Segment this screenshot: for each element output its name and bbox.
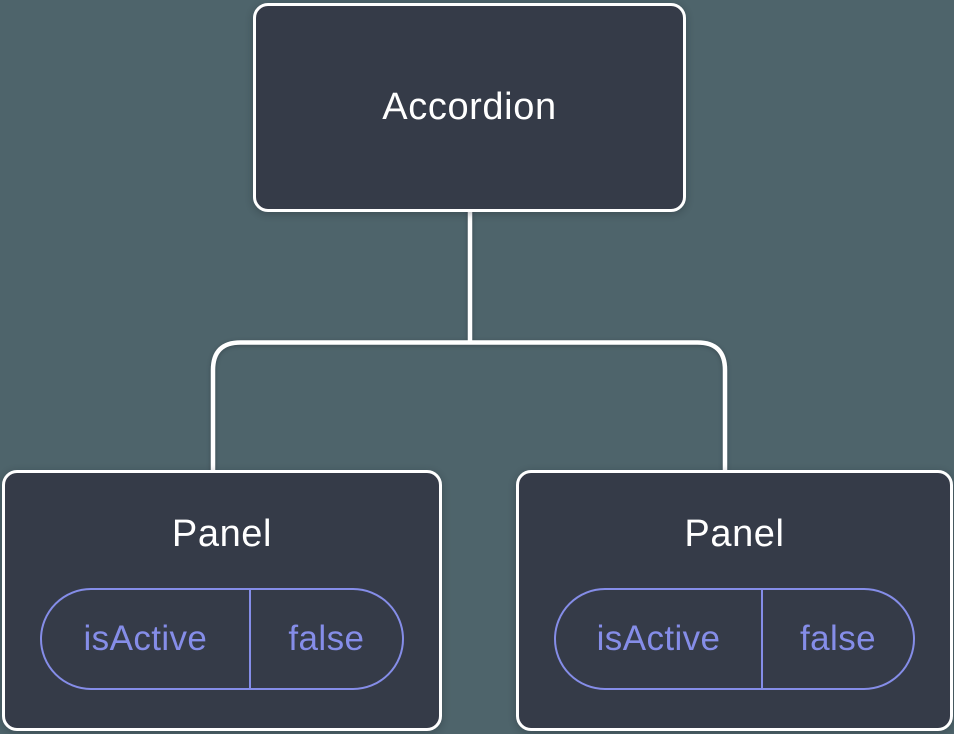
tree-node-panel-2: Panel isActive false (516, 470, 953, 731)
state-value-label: false (800, 619, 876, 658)
tree-node-accordion: Accordion (253, 3, 686, 212)
connector-bracket (210, 340, 728, 472)
state-value-label: false (288, 619, 365, 658)
node-label-panel-1: Panel (171, 513, 273, 555)
node-label-accordion: Accordion (382, 86, 557, 128)
node-label-panel-2: Panel (684, 513, 785, 555)
tree-node-panel-1: Panel isActive false (2, 470, 442, 731)
state-pill-panel-2: isActive false (554, 588, 915, 690)
state-name-label: isActive (42, 590, 251, 688)
state-pill-panel-1: isActive false (40, 588, 404, 690)
state-name-label: isActive (556, 590, 764, 688)
